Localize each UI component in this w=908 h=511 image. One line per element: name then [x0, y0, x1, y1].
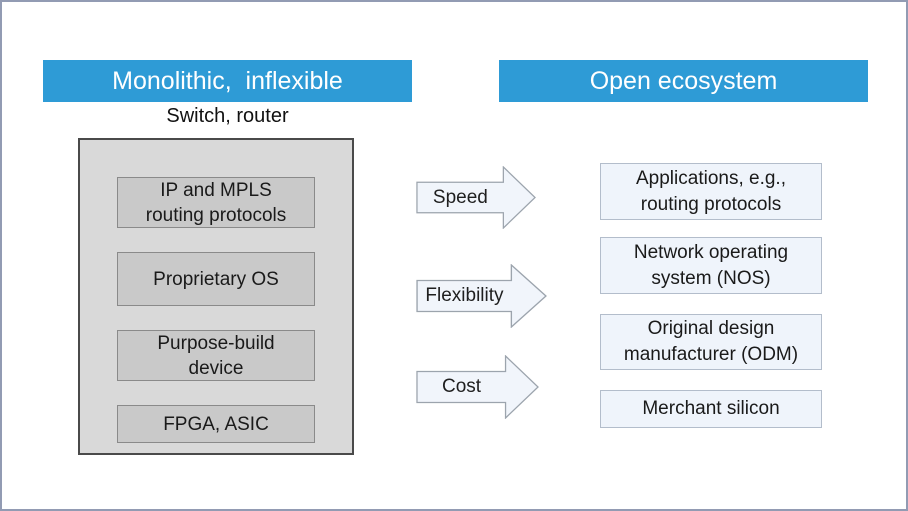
open-ecosystem-header: Open ecosystem	[499, 60, 868, 102]
stack-item-proprietary-os: Proprietary OS	[117, 252, 315, 306]
speed-arrow-label: Speed	[432, 186, 488, 208]
stack-item-purpose-build-device: Purpose-build device	[117, 330, 315, 381]
monolithic-header: Monolithic, inflexible	[43, 60, 412, 102]
speed-arrow: Speed	[416, 166, 536, 229]
stack-item-routing-protocols: IP and MPLS routing protocols	[117, 177, 315, 228]
right-arrow-icon	[416, 355, 539, 419]
cost-arrow-label: Cost	[441, 376, 482, 397]
flexibility-arrow: Flexibility	[416, 264, 547, 328]
right-arrow-icon	[416, 264, 547, 328]
ecosystem-item-merchant-silicon: Merchant silicon	[600, 390, 822, 428]
stack-item-fpga-asic: FPGA, ASIC	[117, 405, 315, 443]
switch-router-label: Switch, router	[166, 105, 289, 127]
ecosystem-item-nos: Network operating system (NOS)	[600, 237, 822, 294]
right-arrow-icon	[416, 166, 536, 229]
ecosystem-item-applications: Applications, e.g., routing protocols	[600, 163, 822, 220]
flexibility-arrow-label: Flexibility	[425, 285, 504, 306]
cost-arrow: Cost	[416, 355, 539, 419]
ecosystem-item-odm: Original design manufacturer (ODM)	[600, 314, 822, 370]
